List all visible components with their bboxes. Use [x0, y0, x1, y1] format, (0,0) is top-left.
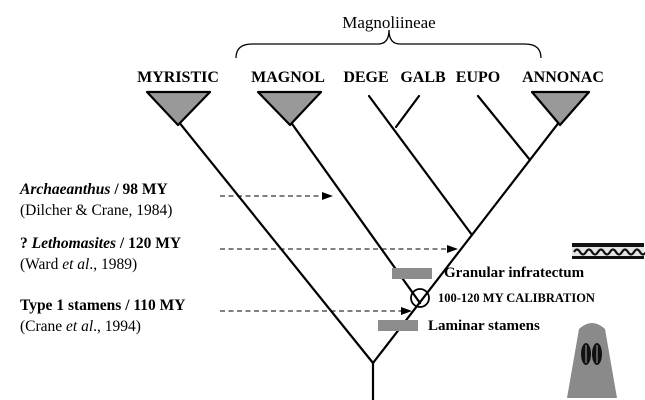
- evidence-reference: (Crane et al., 1994): [20, 317, 141, 335]
- laminar-stamens-label: Laminar stamens: [428, 318, 540, 334]
- granular-infratectum-bar: [392, 268, 432, 279]
- evidence-lethomasites: ? Lethomasites / 120 MY (Ward et al., 19…: [20, 235, 182, 273]
- evidence-reference: (Dilcher & Crane, 1984): [20, 201, 173, 219]
- genus-name: Archaeanthus: [20, 181, 111, 198]
- taxon-label-annonac: ANNONAC: [522, 69, 604, 86]
- taxon-label-magnol: MAGNOL: [251, 69, 325, 86]
- branch-myristic: [176, 119, 375, 365]
- stamen-illustration: [567, 323, 617, 398]
- triangle-magnol: [256, 90, 323, 127]
- taxon-label-dege: DEGE: [343, 69, 389, 86]
- granular-infratectum-label: Granular infratectum: [444, 265, 585, 281]
- taxon-label-eupo: EUPO: [455, 69, 501, 86]
- clade-label: Magnoliineae: [342, 13, 436, 32]
- evidence-archaeanthus: Archaeanthus / 98 MY (Dilcher & Crane, 1…: [20, 181, 173, 219]
- taxon-label-galb: GALB: [400, 69, 446, 86]
- arrowhead-type1-stamens: [401, 307, 412, 315]
- laminar-stamens-bar: [378, 320, 418, 331]
- calibration-label: 100-120 MY CALIBRATION: [438, 291, 595, 305]
- branch-galb: [394, 94, 421, 129]
- triangle-myristic: [145, 90, 212, 127]
- evidence-reference: (Ward et al., 1989): [20, 255, 138, 273]
- branch-dege: [367, 94, 474, 237]
- calibration-node-circle: [410, 288, 430, 308]
- infratectum-illustration: [572, 243, 645, 259]
- triangle-annonac: [530, 90, 591, 127]
- branch-eupo: [476, 94, 532, 162]
- evidence-type1-stamens: Type 1 stamens / 110 MY (Crane et al., 1…: [20, 297, 186, 335]
- arrowhead-archaeanthus: [322, 192, 333, 200]
- genus-name: Lethomasites: [31, 235, 117, 252]
- magnoliineae-bracket: [235, 29, 542, 59]
- taxon-label-myristic: MYRISTIC: [137, 69, 219, 86]
- arrowhead-lethomasites: [447, 245, 458, 253]
